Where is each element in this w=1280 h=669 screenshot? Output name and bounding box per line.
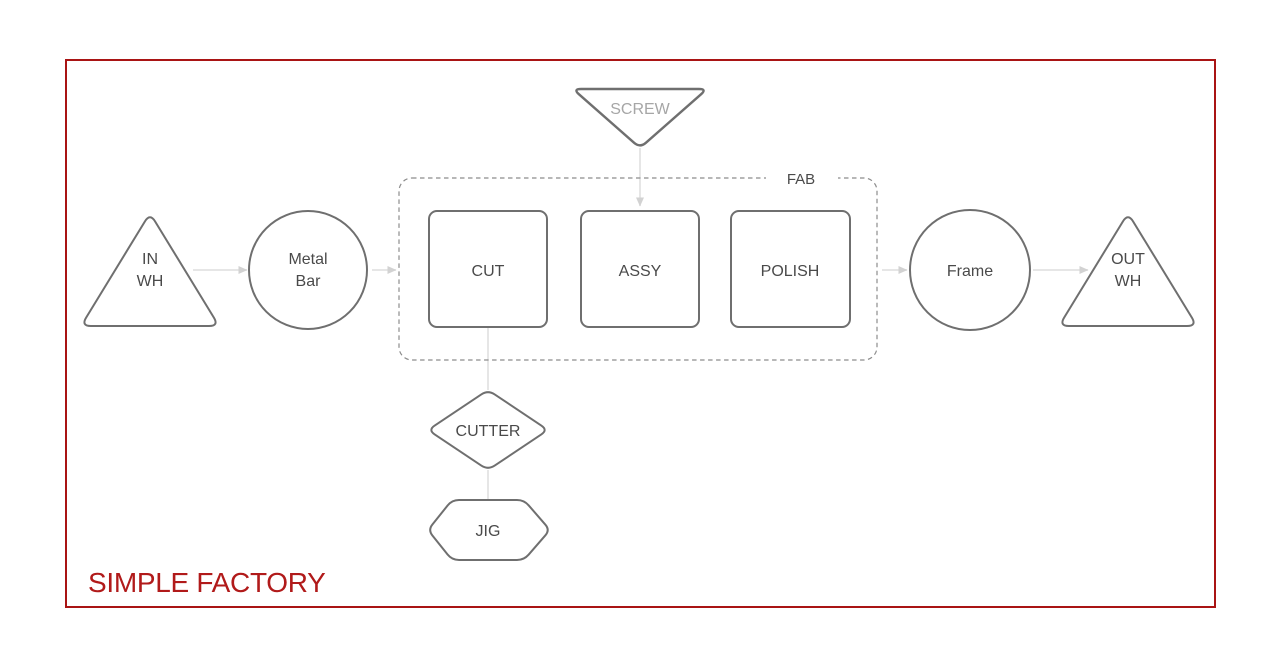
- cutter-label: CUTTER: [456, 423, 521, 440]
- in-wh-label-line1: IN: [142, 251, 158, 268]
- fab-group: FAB: [398, 170, 878, 361]
- frame-circle[interactable]: [909, 209, 1031, 331]
- in-wh-label-line2: WH: [137, 273, 164, 290]
- jig-label: JIG: [476, 523, 501, 540]
- in-wh-triangle[interactable]: [83, 216, 217, 327]
- node-jig[interactable]: JIG: [429, 499, 549, 561]
- polish-box[interactable]: [730, 210, 851, 328]
- screw-inverted-triangle[interactable]: [575, 87, 705, 147]
- assy-box[interactable]: [580, 210, 700, 328]
- screw-label: SCREW: [610, 101, 670, 118]
- node-frame[interactable]: Frame: [909, 209, 1031, 331]
- node-polish[interactable]: POLISH: [730, 210, 851, 328]
- cutter-diamond[interactable]: [430, 391, 546, 469]
- out-wh-label-line1: OUT: [1111, 251, 1145, 268]
- diagram-title: SIMPLE FACTORY: [88, 567, 326, 598]
- out-wh-label-line2: WH: [1115, 273, 1142, 290]
- connectors: [193, 148, 1089, 500]
- node-in-wh[interactable]: IN WH: [83, 216, 217, 327]
- metal-bar-label-line1: Metal: [288, 251, 327, 268]
- out-wh-triangle[interactable]: [1061, 216, 1195, 327]
- assy-label: ASSY: [619, 263, 662, 280]
- metal-bar-label-line2: Bar: [296, 273, 322, 290]
- polish-label: POLISH: [761, 263, 820, 280]
- diagram-border: [65, 59, 1216, 608]
- cut-label: CUT: [472, 263, 505, 280]
- jig-hexagon[interactable]: [429, 499, 549, 561]
- node-metal-bar[interactable]: Metal Bar: [248, 210, 368, 330]
- node-assy[interactable]: ASSY: [580, 210, 700, 328]
- fab-group-boundary: [398, 177, 878, 361]
- cut-box[interactable]: [428, 210, 548, 328]
- metal-bar-circle[interactable]: [248, 210, 368, 330]
- node-screw[interactable]: SCREW: [575, 87, 705, 147]
- node-out-wh[interactable]: OUT WH: [1061, 216, 1195, 327]
- node-cutter[interactable]: CUTTER: [430, 391, 546, 469]
- frame-label: Frame: [947, 263, 993, 280]
- fab-group-label: FAB: [787, 171, 815, 188]
- node-cut[interactable]: CUT: [428, 210, 548, 328]
- fab-label-mask: [766, 170, 838, 187]
